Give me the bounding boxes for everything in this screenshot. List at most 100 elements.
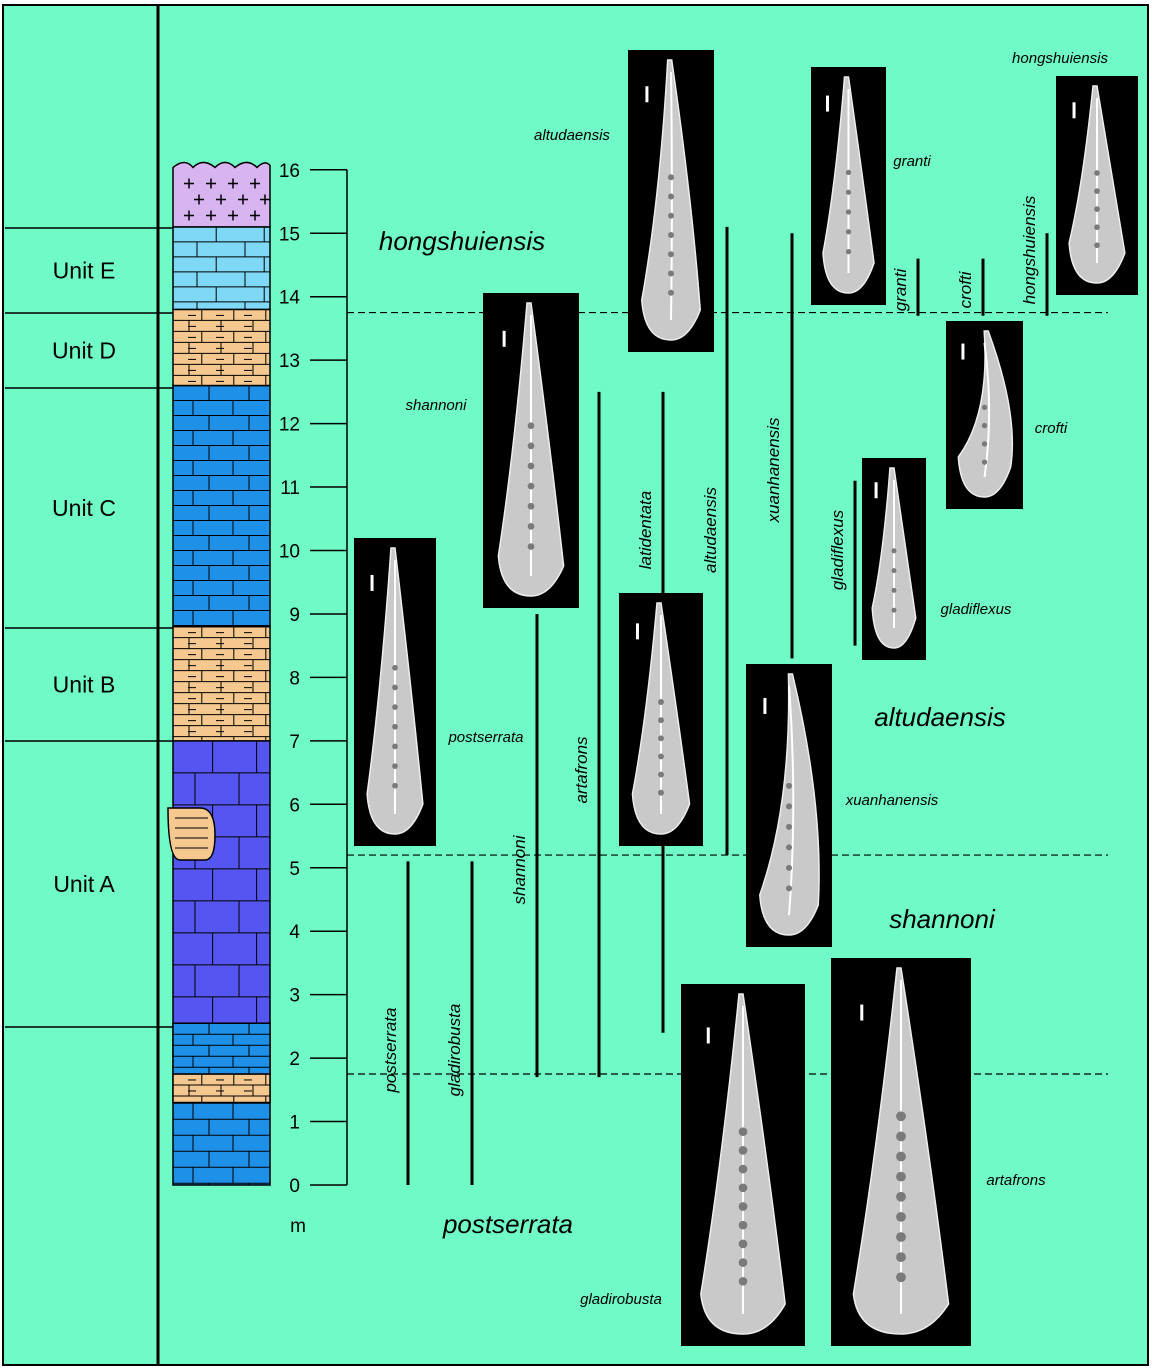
axis-unit-label: m — [290, 1216, 306, 1237]
node — [1094, 170, 1100, 176]
node — [528, 503, 535, 510]
node — [982, 441, 987, 446]
node — [739, 1221, 748, 1230]
node — [892, 548, 897, 553]
node — [739, 1240, 748, 1249]
node — [786, 803, 792, 809]
node — [658, 735, 664, 741]
tick-label: 6 — [289, 795, 300, 816]
node — [668, 251, 674, 257]
node — [392, 685, 398, 691]
node — [896, 1152, 906, 1162]
node — [786, 885, 792, 891]
tick-label: 0 — [289, 1176, 300, 1197]
range-label: granti — [891, 268, 910, 312]
photo-label: xuanhanensis — [845, 792, 939, 809]
node — [786, 865, 792, 871]
node — [392, 704, 398, 710]
tick-label: 9 — [289, 605, 300, 626]
node — [392, 665, 398, 671]
node — [668, 270, 674, 276]
node — [1094, 206, 1100, 212]
dark-limestone-bed — [173, 741, 270, 1023]
tick-label: 2 — [289, 1049, 300, 1070]
node — [786, 824, 792, 830]
limestone-bed — [173, 386, 270, 627]
range-label: gladirobusta — [445, 1004, 464, 1097]
node — [392, 724, 398, 730]
lithology-column — [168, 162, 270, 1185]
tick-label: 12 — [279, 415, 300, 436]
node — [739, 1165, 748, 1174]
tick-label: 11 — [280, 478, 300, 499]
marl-lens — [168, 808, 215, 860]
node — [896, 1172, 906, 1182]
range-label: crofti — [956, 270, 975, 308]
photo-label: crofti — [1035, 420, 1068, 437]
range-label: gladiflexus — [828, 509, 847, 590]
photo-label: shannoni — [406, 397, 468, 414]
node — [982, 459, 987, 464]
node — [896, 1131, 906, 1141]
unit-label: Unit C — [52, 495, 116, 521]
photo-label: altudaensis — [534, 127, 610, 144]
node — [892, 588, 897, 593]
node — [668, 174, 674, 180]
tick-label: 7 — [289, 732, 300, 753]
node — [739, 1183, 748, 1192]
node — [896, 1272, 906, 1282]
node — [896, 1252, 906, 1262]
node — [896, 1232, 906, 1242]
range-label: shannoni — [510, 834, 529, 904]
tick-label: 4 — [289, 922, 300, 943]
light-limestone-bed — [173, 227, 270, 309]
node — [528, 442, 535, 449]
tick-label: 13 — [279, 351, 300, 372]
node — [392, 763, 398, 769]
zone-label: postserrata — [442, 1209, 573, 1239]
photo-label: postserrata — [447, 729, 523, 746]
node — [528, 463, 535, 470]
node — [786, 844, 792, 850]
tick-label: 10 — [279, 542, 300, 563]
node — [846, 190, 851, 195]
node — [1094, 224, 1100, 230]
node — [982, 423, 987, 428]
node — [392, 783, 398, 789]
zone-label: hongshuiensis — [379, 226, 545, 256]
node — [1094, 188, 1100, 194]
node — [528, 543, 535, 550]
node — [658, 754, 664, 760]
node — [528, 523, 535, 530]
node — [786, 783, 792, 789]
photo-label: hongshuiensis — [1012, 50, 1108, 67]
tick-label: 15 — [279, 224, 300, 245]
tick-label: 16 — [279, 161, 300, 182]
unit-label: Unit B — [53, 672, 116, 698]
node — [896, 1192, 906, 1202]
node — [982, 405, 987, 410]
node — [1094, 242, 1100, 248]
node — [668, 213, 674, 219]
node — [392, 744, 398, 750]
tick-label: 3 — [289, 986, 300, 1007]
node — [658, 699, 664, 705]
node — [658, 717, 664, 723]
node — [846, 249, 851, 254]
node — [846, 170, 851, 175]
node — [668, 193, 674, 199]
node — [896, 1212, 906, 1222]
node — [846, 229, 851, 234]
photo-label: gladiflexus — [941, 601, 1012, 618]
node — [528, 483, 535, 490]
unit-label: Unit E — [53, 258, 116, 284]
node — [739, 1258, 748, 1267]
range-label: postserrata — [381, 1007, 400, 1093]
range-label: hongshuiensis — [1020, 195, 1039, 304]
range-label: xuanhanensis — [764, 417, 783, 523]
photo-label: gladirobusta — [580, 1291, 662, 1308]
photo-label: granti — [893, 153, 931, 170]
limestone-bed — [173, 1023, 270, 1074]
node — [846, 209, 851, 214]
